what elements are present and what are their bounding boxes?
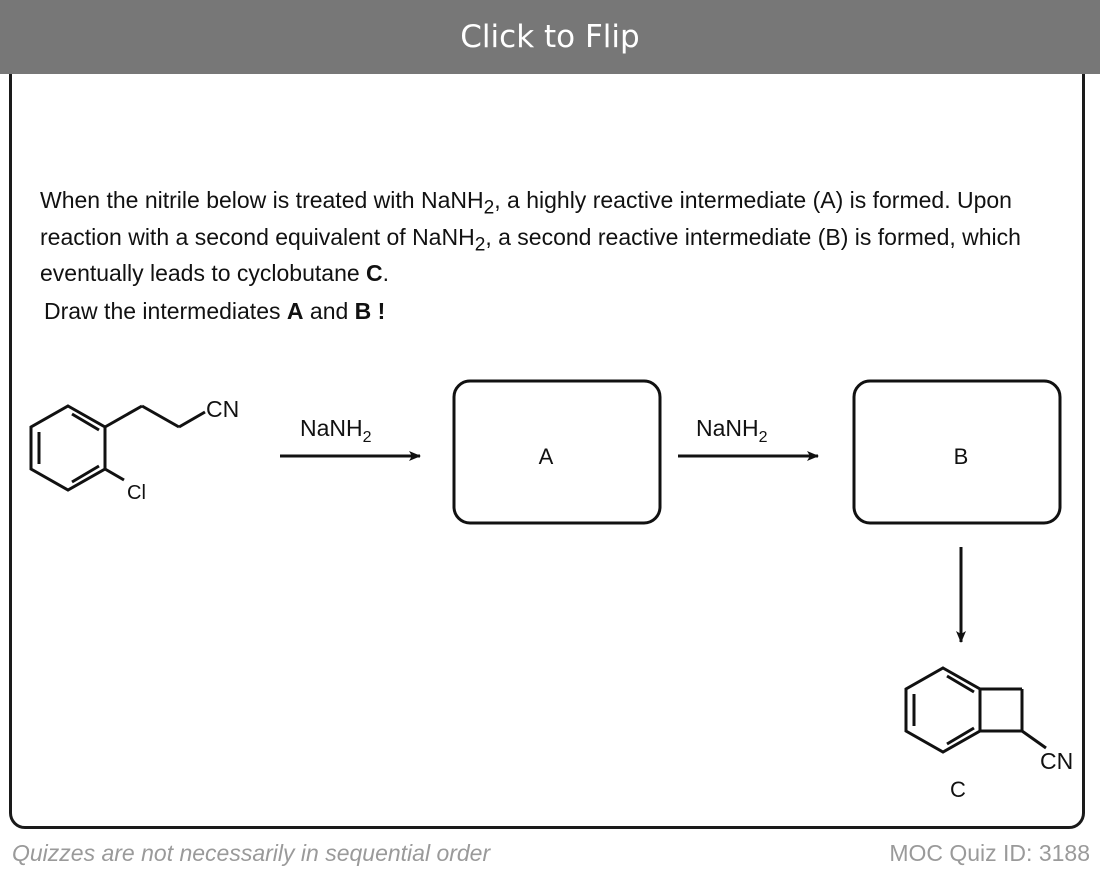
instruction-bold-a: A <box>286 298 304 324</box>
question-part-1: When the nitrile below is treated with N… <box>40 187 484 213</box>
product-structure <box>904 666 1047 754</box>
question-part-3: , a second reactive intermediate (B) is … <box>40 223 1021 287</box>
question-subscript-2: 2 <box>474 234 486 256</box>
instruction-and: and <box>303 298 355 324</box>
ring-double-bond-3 <box>71 464 100 484</box>
instruction-bold-b: B ! <box>354 298 386 324</box>
question-subscript-1: 2 <box>483 197 495 219</box>
question-end: . <box>382 260 390 287</box>
start-cl-label: Cl <box>127 482 146 504</box>
intermediate-a-box <box>452 379 662 525</box>
instruction-text: Draw the intermediates A and B ! <box>44 297 385 326</box>
ring-double-bond-2 <box>71 412 100 432</box>
intermediate-b-label: B <box>954 444 969 469</box>
chain-bond-1 <box>104 404 143 429</box>
product-double-bond-3 <box>946 726 975 746</box>
question-bold-c: C <box>366 260 383 287</box>
reagent-1-label: NaNH2 <box>300 415 372 446</box>
instruction-part-1: Draw the intermediates <box>44 298 287 324</box>
reagent-2-label: NaNH2 <box>696 415 768 446</box>
product-c-label: C <box>950 777 966 802</box>
click-to-flip-button[interactable]: Click to Flip <box>0 0 1100 74</box>
benzene-ring <box>29 404 107 492</box>
sequence-note: Quizzes are not necessarily in sequentia… <box>12 840 491 866</box>
intermediate-b-box <box>852 379 1062 525</box>
chain-bond-3 <box>178 410 206 429</box>
cl-bond <box>104 467 125 482</box>
product-cn-label: CN <box>1040 748 1073 774</box>
question-part-2: , a highly reactive intermediate (A) is … <box>40 187 1012 250</box>
chain-bond-2 <box>141 404 180 429</box>
product-benzene-ring <box>904 666 982 754</box>
question-text: When the nitrile below is treated with N… <box>40 186 1040 288</box>
start-cn-label: CN <box>206 396 239 422</box>
quiz-id-label: MOC Quiz ID: 3188 <box>889 840 1090 866</box>
starting-material-structure <box>29 404 206 492</box>
product-cn-bond <box>1021 729 1047 750</box>
product-double-bond-2 <box>946 674 975 694</box>
intermediate-a-label: A <box>539 444 554 469</box>
